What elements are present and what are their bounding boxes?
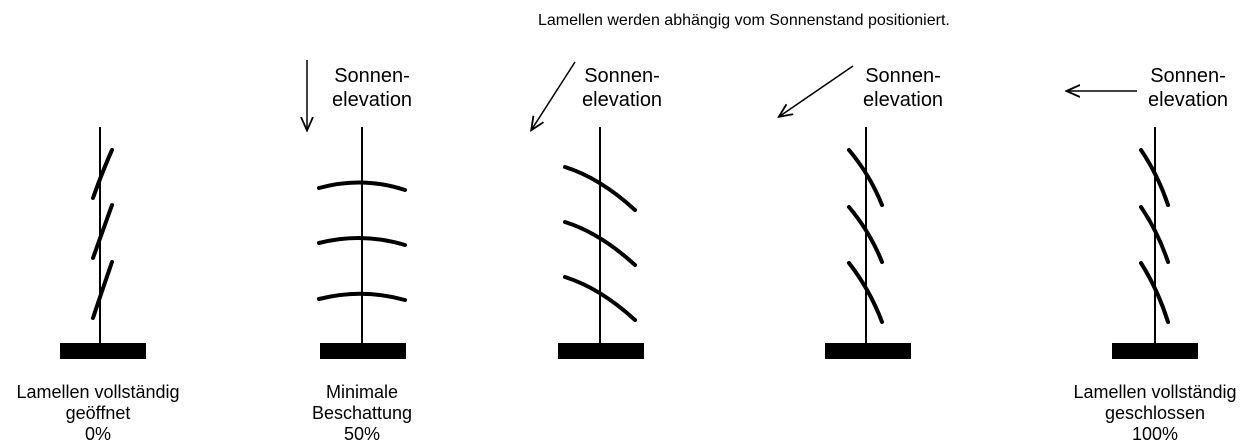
unit-fully-closed bbox=[1068, 91, 1198, 359]
sun-label-line-2: elevation bbox=[863, 89, 944, 111]
sun-elevation-arrow bbox=[532, 61, 576, 129]
slat bbox=[91, 203, 114, 260]
unit-minimal-shading bbox=[307, 60, 407, 359]
slat bbox=[1139, 261, 1170, 324]
caption-line: 50% bbox=[343, 424, 381, 444]
sun-elevation-label: Sonnen- elevation bbox=[1148, 64, 1228, 112]
slat bbox=[847, 205, 884, 264]
sun-label-line-1: Sonnen- bbox=[865, 65, 941, 87]
slat bbox=[563, 165, 637, 212]
sun-elevation-label: Sonnen- elevation bbox=[863, 64, 943, 112]
slat bbox=[1139, 205, 1170, 264]
sun-elevation-label: Sonnen- elevation bbox=[582, 64, 662, 112]
sun-elevation-arrow bbox=[780, 65, 854, 116]
caption-line: 100% bbox=[1131, 424, 1179, 444]
blind-base bbox=[320, 343, 406, 359]
slat bbox=[1139, 148, 1170, 207]
slat bbox=[91, 260, 114, 320]
blind-base bbox=[1112, 343, 1198, 359]
slat bbox=[847, 261, 884, 324]
slat bbox=[317, 236, 407, 247]
top-note: Lamellen werden abhängig vom Sonnenstand… bbox=[538, 12, 950, 29]
slat bbox=[563, 275, 637, 322]
caption-minimal-shading: Minimale Beschattung 50% bbox=[292, 382, 432, 445]
blind-base bbox=[558, 343, 644, 359]
caption-fully-open: Lamellen vollständig geöffnet 0% bbox=[3, 382, 193, 445]
caption-line: Lamellen vollständig bbox=[16, 382, 180, 402]
slat bbox=[563, 220, 637, 267]
unit-angled-steep bbox=[780, 65, 911, 359]
sun-label-line-2: elevation bbox=[332, 89, 413, 111]
slat bbox=[317, 180, 407, 192]
sun-elevation-label: Sonnen- elevation bbox=[332, 64, 412, 112]
caption-line: Minimale bbox=[325, 382, 399, 402]
slat bbox=[317, 291, 407, 302]
sun-label-line-2: elevation bbox=[582, 89, 663, 111]
unit-fully-open bbox=[60, 127, 146, 359]
caption-line: geöffnet bbox=[65, 403, 131, 423]
sun-label-line-1: Sonnen- bbox=[334, 65, 410, 87]
sun-label-line-1: Sonnen- bbox=[584, 65, 660, 87]
blind-base bbox=[825, 343, 911, 359]
sun-label-line-1: Sonnen- bbox=[1150, 65, 1226, 87]
caption-line: Lamellen vollständig bbox=[1073, 382, 1237, 402]
blind-base bbox=[60, 343, 146, 359]
caption-line: 0% bbox=[84, 424, 111, 444]
sun-label-line-2: elevation bbox=[1148, 89, 1229, 111]
caption-line: Beschattung bbox=[311, 403, 413, 423]
unit-angled-45 bbox=[532, 61, 644, 359]
caption-fully-closed: Lamellen vollständig geschlossen 100% bbox=[1060, 382, 1250, 445]
slat bbox=[847, 148, 884, 207]
slat bbox=[91, 148, 114, 200]
caption-line: geschlossen bbox=[1104, 403, 1206, 423]
